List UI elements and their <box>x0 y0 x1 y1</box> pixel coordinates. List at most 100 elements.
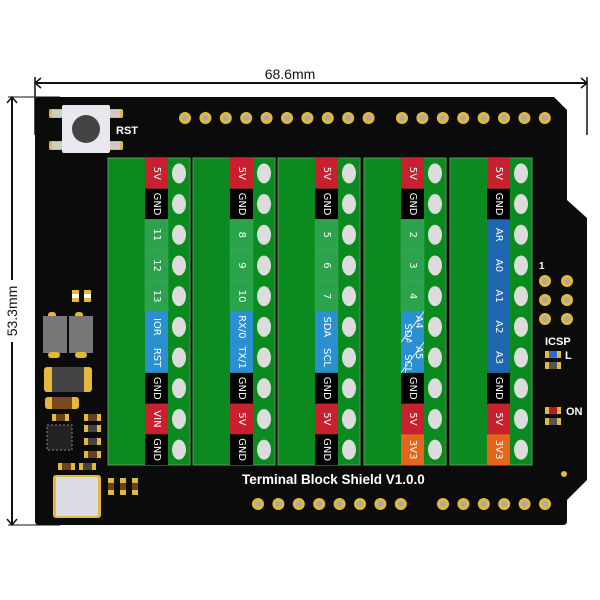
terminal-pin[interactable]: GND <box>145 434 186 465</box>
terminal-pin[interactable]: 10 <box>229 280 271 312</box>
terminal-pin[interactable]: 5V <box>315 158 356 189</box>
terminal-pin[interactable]: 5V <box>487 158 528 189</box>
terminal-pin[interactable]: 3V3 <box>401 434 442 465</box>
terminal-pin[interactable]: SDA <box>315 311 356 343</box>
terminal-pin[interactable]: 5V <box>401 403 442 435</box>
terminal-pin[interactable]: A3 <box>487 342 528 373</box>
terminal-pin[interactable]: GND <box>145 372 186 404</box>
terminal-pin[interactable]: RX/0 <box>230 311 271 343</box>
screw-terminal-hole[interactable] <box>342 408 356 429</box>
terminal-pin[interactable]: A1 <box>487 280 528 312</box>
screw-terminal-hole[interactable] <box>342 286 356 307</box>
terminal-pin[interactable]: 5V <box>230 403 271 435</box>
terminal-pin[interactable]: 4 <box>400 280 442 312</box>
terminal-pin[interactable]: 5V <box>145 158 186 189</box>
terminal-pin[interactable]: 8 <box>229 219 271 251</box>
screw-terminal-hole[interactable] <box>172 163 186 184</box>
screw-terminal-hole[interactable] <box>257 347 271 368</box>
terminal-pin[interactable]: 5 <box>314 219 356 251</box>
screw-terminal-hole[interactable] <box>257 286 271 307</box>
screw-terminal-hole[interactable] <box>428 408 442 429</box>
terminal-pin[interactable]: A0 <box>487 250 528 281</box>
screw-terminal-hole[interactable] <box>428 316 442 337</box>
reset-button[interactable] <box>49 105 123 153</box>
screw-terminal-hole[interactable] <box>428 163 442 184</box>
screw-terminal-hole[interactable] <box>257 194 271 215</box>
terminal-pin[interactable]: GND <box>487 372 528 404</box>
terminal-pin[interactable]: GND <box>315 434 356 465</box>
screw-terminal-hole[interactable] <box>172 224 186 245</box>
terminal-pin[interactable]: 5V <box>487 403 528 435</box>
screw-terminal-hole[interactable] <box>514 378 528 399</box>
header-pin <box>477 498 490 510</box>
screw-terminal-hole[interactable] <box>514 316 528 337</box>
screw-terminal-hole[interactable] <box>172 408 186 429</box>
screw-terminal-hole[interactable] <box>257 316 271 337</box>
screw-terminal-hole[interactable] <box>172 286 186 307</box>
terminal-pin[interactable]: 6 <box>314 249 356 282</box>
screw-terminal-hole[interactable] <box>428 224 442 245</box>
screw-terminal-hole[interactable] <box>428 439 442 460</box>
screw-terminal-hole[interactable] <box>514 255 528 276</box>
screw-terminal-hole[interactable] <box>342 224 356 245</box>
screw-terminal-hole[interactable] <box>257 378 271 399</box>
screw-terminal-hole[interactable] <box>257 255 271 276</box>
screw-terminal-hole[interactable] <box>172 255 186 276</box>
terminal-pin[interactable]: 5V <box>230 158 271 189</box>
terminal-pin[interactable]: GND <box>230 372 271 404</box>
terminal-pin[interactable]: GND <box>315 188 356 220</box>
screw-terminal-hole[interactable] <box>172 378 186 399</box>
terminal-pin[interactable]: IOR <box>145 311 186 343</box>
terminal-pin[interactable]: GND <box>315 372 356 404</box>
terminal-pin[interactable]: TX/1 <box>230 342 271 373</box>
terminal-pin[interactable]: GND <box>487 188 528 220</box>
screw-terminal-hole[interactable] <box>257 408 271 429</box>
terminal-pin[interactable]: AR <box>487 219 528 251</box>
terminal-pin[interactable]: 5V <box>401 158 442 189</box>
screw-terminal-hole[interactable] <box>342 316 356 337</box>
screw-terminal-hole[interactable] <box>342 163 356 184</box>
screw-terminal-hole[interactable] <box>257 224 271 245</box>
terminal-pin[interactable]: 5V <box>315 403 356 435</box>
screw-terminal-hole[interactable] <box>514 286 528 307</box>
screw-terminal-hole[interactable] <box>514 408 528 429</box>
screw-terminal-hole[interactable] <box>172 316 186 337</box>
screw-terminal-hole[interactable] <box>342 347 356 368</box>
reset-button-cap[interactable] <box>72 115 100 143</box>
terminal-pin[interactable]: GND <box>401 372 442 404</box>
screw-terminal-hole[interactable] <box>172 347 186 368</box>
screw-terminal-hole[interactable] <box>428 378 442 399</box>
screw-terminal-hole[interactable] <box>342 439 356 460</box>
terminal-pin[interactable]: 3 <box>400 249 442 282</box>
screw-terminal-hole[interactable] <box>172 439 186 460</box>
terminal-pin[interactable]: SCL <box>315 342 356 373</box>
screw-terminal-hole[interactable] <box>257 163 271 184</box>
screw-terminal-hole[interactable] <box>514 224 528 245</box>
terminal-pin[interactable]: VIN <box>145 403 186 435</box>
screw-terminal-hole[interactable] <box>428 286 442 307</box>
terminal-pin[interactable]: RST <box>145 342 186 373</box>
terminal-pin[interactable]: GND <box>230 434 271 465</box>
screw-terminal-hole[interactable] <box>514 347 528 368</box>
terminal-pin[interactable]: A2 <box>487 311 528 343</box>
terminal-pin[interactable]: 9 <box>229 249 271 282</box>
screw-terminal-hole[interactable] <box>514 194 528 215</box>
screw-terminal-hole[interactable] <box>428 347 442 368</box>
terminal-pin[interactable]: GND <box>401 188 442 220</box>
screw-terminal-hole[interactable] <box>514 163 528 184</box>
terminal-pin[interactable]: GND <box>145 188 186 220</box>
terminal-pin[interactable]: 12 <box>144 249 186 282</box>
screw-terminal-hole[interactable] <box>342 194 356 215</box>
terminal-pin[interactable]: 7 <box>314 280 356 312</box>
screw-terminal-hole[interactable] <box>514 439 528 460</box>
screw-terminal-hole[interactable] <box>172 194 186 215</box>
screw-terminal-hole[interactable] <box>257 439 271 460</box>
screw-terminal-hole[interactable] <box>428 255 442 276</box>
screw-terminal-hole[interactable] <box>342 378 356 399</box>
screw-terminal-hole[interactable] <box>428 194 442 215</box>
terminal-pin[interactable]: 3V3 <box>487 434 528 465</box>
screw-terminal-hole[interactable] <box>342 255 356 276</box>
terminal-pin[interactable]: GND <box>230 188 271 220</box>
